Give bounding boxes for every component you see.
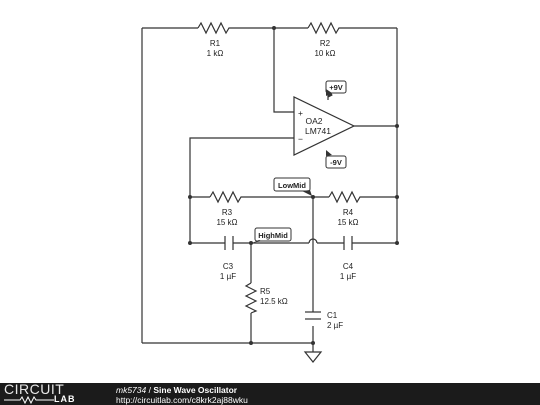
resistor-r2[interactable]: R2 10 kΩ bbox=[307, 21, 342, 58]
circuit-title: Sine Wave Oscillator bbox=[153, 385, 238, 395]
r4-value: 15 kΩ bbox=[337, 218, 358, 227]
logo-circuit-text: CIRCUIT bbox=[4, 381, 65, 397]
r3-value: 15 kΩ bbox=[216, 218, 237, 227]
r5-value: 12.5 kΩ bbox=[260, 297, 288, 306]
r2-value: 10 kΩ bbox=[314, 49, 335, 58]
footer-bar: CIRCUIT LAB mk5734 / Sine Wave Oscillato… bbox=[0, 381, 540, 405]
capacitor-c4[interactable]: C4 1 µF bbox=[340, 236, 356, 281]
net-label-highmid[interactable]: HighMid bbox=[252, 227, 292, 243]
c4-name: C4 bbox=[343, 262, 354, 271]
c1-name: C1 bbox=[327, 311, 338, 320]
c1-value: 2 µF bbox=[327, 321, 343, 330]
circuitlab-logo[interactable]: CIRCUIT LAB bbox=[4, 381, 94, 404]
c3-name: C3 bbox=[223, 262, 234, 271]
supply-pos-tag: +9V bbox=[325, 80, 347, 98]
wires bbox=[141, 27, 398, 352]
author-username[interactable]: mk5734 bbox=[116, 385, 147, 395]
lowmid-label: LowMid bbox=[278, 181, 306, 190]
r1-value: 1 kΩ bbox=[207, 49, 224, 58]
logo-lab-text: LAB bbox=[54, 394, 76, 404]
logo-trace-icon bbox=[4, 396, 54, 404]
c4-value: 1 µF bbox=[340, 272, 356, 281]
r3-name: R3 bbox=[222, 208, 233, 217]
opamp-plus-sign: + bbox=[298, 108, 303, 118]
resistor-r3[interactable]: R3 15 kΩ bbox=[209, 190, 244, 227]
ground-icon bbox=[303, 351, 323, 363]
r5-name: R5 bbox=[260, 287, 271, 296]
opamp-minus-sign: − bbox=[298, 134, 303, 144]
c3-value: 1 µF bbox=[220, 272, 236, 281]
supply-neg-tag: -9V bbox=[325, 150, 347, 169]
capacitor-c1[interactable]: C1 2 µF bbox=[305, 311, 343, 330]
opamp-name: OA2 bbox=[305, 116, 322, 126]
opamp-oa2[interactable]: + − OA2 LM741 bbox=[293, 96, 356, 156]
opamp-model: LM741 bbox=[305, 126, 331, 136]
resistor-r1[interactable]: R1 1 kΩ bbox=[197, 21, 232, 58]
supply-neg-label: -9V bbox=[330, 158, 342, 167]
resistor-r5[interactable]: R5 12.5 kΩ bbox=[244, 282, 288, 314]
circuit-url[interactable]: http://circuitlab.com/c8krk2aj88wku bbox=[116, 395, 248, 405]
supply-pos-label: +9V bbox=[329, 83, 343, 92]
footer-info: mk5734 / Sine Wave Oscillator http://cir… bbox=[116, 385, 248, 405]
capacitor-c3[interactable]: C3 1 µF bbox=[220, 236, 236, 281]
resistor-r4[interactable]: R4 15 kΩ bbox=[328, 190, 363, 227]
net-label-lowmid[interactable]: LowMid bbox=[273, 177, 312, 196]
r2-name: R2 bbox=[320, 39, 331, 48]
highmid-label: HighMid bbox=[258, 231, 288, 240]
schematic-canvas: R1 1 kΩ R2 10 kΩ R3 15 kΩ R4 15 kΩ R5 12… bbox=[141, 21, 399, 363]
r4-name: R4 bbox=[343, 208, 354, 217]
r1-name: R1 bbox=[210, 39, 221, 48]
title-separator: / bbox=[146, 385, 154, 395]
